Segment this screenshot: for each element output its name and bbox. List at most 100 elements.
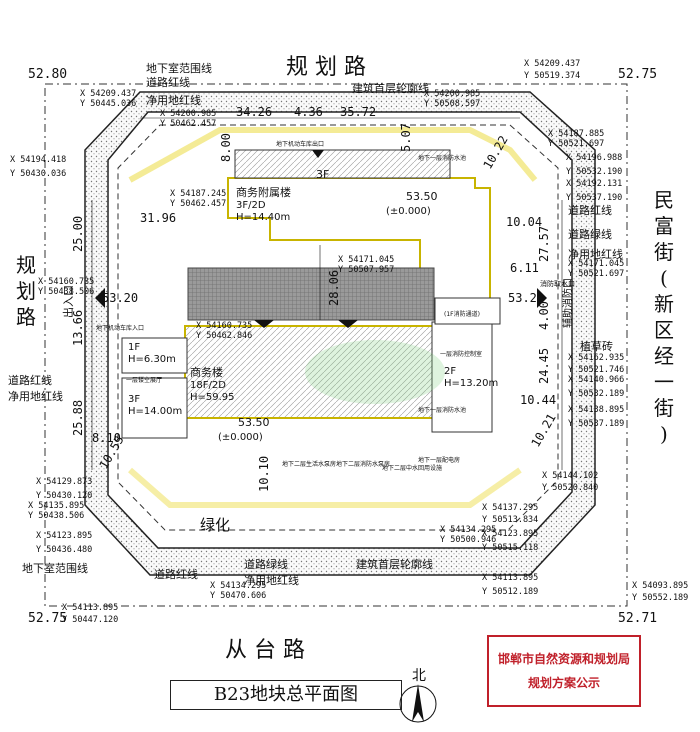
block-2f-east (431, 321, 493, 433)
corner-elev-bottom-left: 52.75 (28, 611, 67, 626)
annex-height: H=14.40m (236, 212, 290, 223)
coord-y: Y 50438.506 (28, 511, 84, 521)
dimension-value: 13.66 (71, 310, 85, 346)
coord-y: Y 50436.480 (36, 545, 92, 555)
block-3f-height: H=14.00m (128, 406, 182, 417)
coord-y: Y 50462.846 (196, 331, 252, 341)
dimension-value: 53.20 (508, 291, 544, 305)
ground-zero-label-2: (±0.000) (218, 432, 263, 443)
road-green-line-bottom-label: 道路绿线 (244, 557, 288, 571)
aux-fire-exit-label: 辅助消防口 (561, 278, 574, 328)
coord-x: X 54171.045 (568, 259, 624, 269)
coord-y: Y 50470.606 (210, 591, 266, 601)
dimension-value: 31.96 (140, 211, 176, 225)
north-arrow-icon (399, 684, 437, 723)
dimension-value: 35.72 (340, 105, 376, 119)
coord-x: X 54137.295 (482, 503, 538, 513)
block-3f-label: 3F (128, 394, 140, 405)
coord-y: Y 50521.746 (568, 365, 624, 375)
dimension-value: 10.10 (257, 456, 271, 492)
annotation-labels: 地下室范围线 道路红线 净用地红线 建筑首层轮廓线 道路红线 道路绿线 净用地红… (8, 61, 623, 587)
south-entry-marker (254, 320, 274, 328)
road-red-line-right-label: 道路红线 (568, 203, 612, 217)
stamp-line-2: 规划方案公示 (527, 676, 600, 690)
coord-x: X 54134.295 (440, 525, 496, 535)
north-label: 北 (412, 668, 426, 684)
coord-y: Y 50519.374 (524, 71, 580, 81)
coord-y: Y 50521.697 (568, 269, 624, 279)
drawing-title: B23地块总平面图 (170, 680, 402, 710)
net-land-red-line-bottom-label: 净用地红线 (244, 573, 299, 587)
block-1f (121, 337, 188, 374)
road-green-line-right-label: 道路绿线 (568, 227, 612, 241)
coord-y: Y 50537.189 (568, 419, 624, 429)
coord-y: Y 50508.597 (424, 99, 480, 109)
basement-range-bottom-label: 地下室范围线 (22, 561, 88, 575)
dimension-value: 4.36 (294, 105, 323, 119)
net-land-red-line-right-label: 净用地红线 (568, 247, 623, 261)
coord-x: X 54209.437 (80, 89, 136, 99)
coord-x: X 54194.418 (10, 155, 66, 165)
dimension-value: 27.57 (537, 226, 551, 262)
fire-passage-east (434, 297, 501, 325)
pool-north-label: 地下一层消防水池 (418, 154, 466, 162)
dimension-value: 4.00 (537, 301, 551, 330)
south-entry-marker-2 (338, 320, 358, 328)
road-right-char-1: 民 (654, 188, 674, 212)
top-3f-strip (234, 149, 451, 179)
coord-x: X 54134.295 (210, 581, 266, 591)
dimension-value: 25.88 (71, 400, 85, 436)
coord-y: Y 50520.840 (542, 483, 598, 493)
block-1f-label: 1F (128, 342, 140, 353)
pool-se-label: 地下一层配电房 (418, 456, 460, 464)
basement-range-outline (117, 124, 559, 531)
office-label: 商务楼 (190, 365, 223, 379)
coord-x: X 54200.985 (424, 89, 480, 99)
fire-control-label: 一层消防控制室 (440, 350, 482, 358)
dimension-value: 10.04 (506, 215, 542, 229)
road-right-char-8: 一 (654, 370, 674, 394)
road-red-line-label: 道路红线 (146, 75, 190, 89)
official-stamp: 邯郸市自然资源和规划局 规划方案公示 (487, 635, 641, 707)
east-entrance-arrow (537, 288, 547, 308)
coord-x: X 54200.985 (160, 109, 216, 119)
road-red-line-left-label: 道路红线 (8, 373, 52, 387)
dimension-value: 25.00 (71, 216, 85, 252)
hall-label: 一层镂空展厅 (126, 376, 162, 384)
road-right-char-5: 新 (654, 292, 674, 316)
coord-y: Y 50512.189 (482, 587, 538, 597)
ground-elev-label: 53.50 (406, 190, 438, 203)
basement-entry-label: 地下机动车库入口 (96, 324, 144, 332)
coord-y: Y 50532.190 (566, 167, 622, 177)
road-bottom-label: 从 台 路 (225, 638, 305, 663)
dimension-values: 34.26 4.36 35.72 8.00 5.07 10.22 10.04 3… (71, 105, 559, 492)
pump-1-label: 地下二层生活水泵房 (282, 460, 336, 468)
coord-y: Y 50438.506 (38, 287, 94, 297)
net-land-red-line-label: 净用地红线 (146, 93, 201, 107)
road-right-label: 民 富 街 ( 新 区 经 一 街 ) (654, 188, 680, 446)
road-red-line-bottom-label: 道路红线 (154, 567, 198, 581)
coordinate-labels: X 54209.437 Y 50445.036 X 54209.437 Y 50… (10, 59, 688, 625)
road-left-char-3: 路 (16, 305, 36, 329)
top-3f-label: 3F (316, 168, 329, 181)
coord-y: Y 50430.036 (10, 169, 66, 179)
road-right-char-3: 街 (654, 240, 674, 264)
coord-y: Y 50445.036 (80, 99, 136, 109)
greenery-label: 绿化 (200, 516, 230, 534)
coord-x: X 54171.045 (338, 255, 394, 265)
coord-y: Y 50447.120 (62, 615, 118, 625)
road-right-char-2: 富 (654, 214, 674, 238)
yellow-path-north (128, 127, 538, 183)
stamp-line-1: 邯郸市自然资源和规划局 (497, 652, 630, 666)
coord-y: Y 50521.697 (548, 139, 604, 149)
dimension-value: 34.26 (236, 105, 272, 119)
fire-passage-label: (1F消防通道) (444, 310, 480, 318)
yellow-path-south (128, 467, 522, 508)
road-right-char-9: 街 (654, 396, 674, 420)
dimension-value: 8.00 (219, 133, 233, 162)
ground-zero-label: (±0.000) (386, 206, 431, 217)
corner-elev-bottom-right: 52.71 (618, 611, 657, 626)
coord-x: X 54140.966 (568, 375, 624, 385)
coord-y: Y 50513.834 (482, 515, 538, 525)
